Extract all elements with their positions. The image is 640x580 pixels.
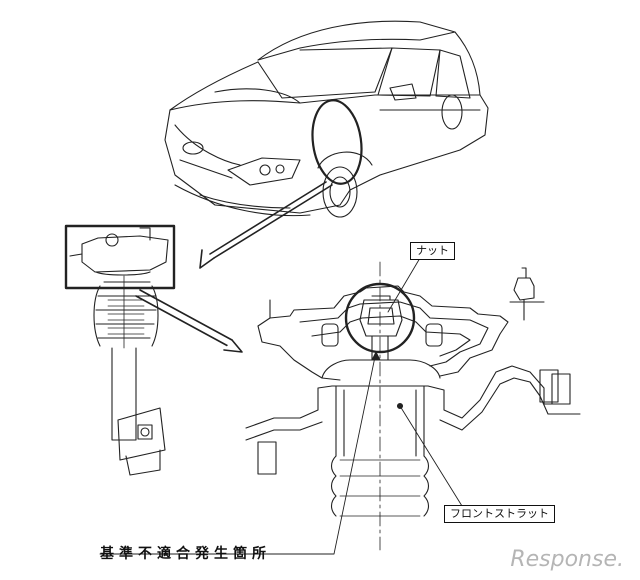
strut-top-highlight-box: [64, 224, 176, 290]
leader-nut: [387, 257, 421, 313]
front-strut-label: フロントストラット: [444, 505, 555, 523]
arrow-car-to-strut: [199, 181, 333, 269]
nonconforming-location-label: 基準不適合発生箇所: [100, 546, 271, 562]
car-illustration: [164, 20, 489, 218]
highlight-circle-nut: [344, 282, 416, 354]
response-watermark: Response.: [510, 547, 624, 572]
strut-assembly: [69, 227, 169, 476]
leader-nonconforming: [99, 351, 377, 555]
highlight-ellipse-car: [311, 99, 363, 185]
arrow-box-to-detail: [135, 289, 243, 353]
leader-strut: [399, 405, 463, 507]
strut-mount-detail: [245, 261, 581, 551]
nut-label: ナット: [410, 242, 455, 260]
